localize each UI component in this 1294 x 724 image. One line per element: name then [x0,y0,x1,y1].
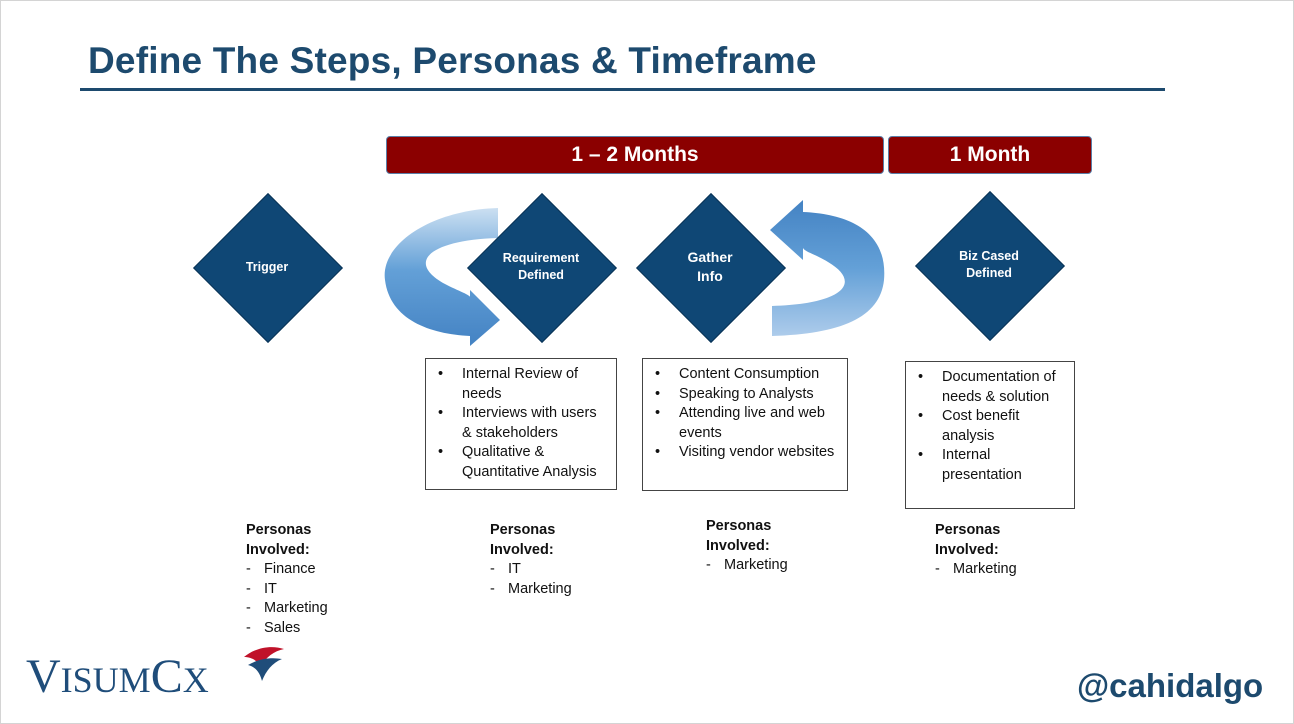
activity-item: Speaking to Analysts [651,385,837,405]
personas-heading: Personas Involved: [246,522,312,558]
step-gather-info: Gather Info [636,193,786,343]
activities-box-biz-case: Documentation of needs & solution Cost b… [905,361,1075,509]
activities-box-requirement: Internal Review of needs Interviews with… [425,358,617,490]
persona-item: Marketing [490,580,572,600]
activity-item: Internal presentation [914,446,1064,485]
timeframe-bar-1-month: 1 Month [888,136,1092,174]
step-trigger-label: Trigger [245,259,289,274]
personas-gather-info: Personas Involved: Marketing [706,517,788,576]
twitter-handle: @cahidalgo [1077,667,1264,704]
personas-heading: Personas Involved: [706,518,772,554]
personas-heading: Personas Involved: [490,522,556,558]
step-biz-case-defined-label: Biz Cased Defined [959,249,1019,280]
persona-item: IT [246,580,328,600]
activity-item: Interviews with users & stakeholders [434,404,606,443]
personas-requirement: Personas Involved: IT Marketing [490,521,572,599]
activity-item: Cost benefit analysis [914,407,1064,446]
persona-item: Marketing [935,560,1017,580]
activity-item: Content Consumption [651,365,837,385]
slide-title: Define The Steps, Personas & Timeframe [88,40,817,81]
step-requirement-defined-label: Requirement Defined [502,251,580,282]
step-trigger: Trigger [193,193,343,343]
timeframe-bar-1-2-months: 1 – 2 Months [386,136,884,174]
personas-heading: Personas Involved: [935,522,1001,558]
activities-box-gather-info: Content Consumption Speaking to Analysts… [642,358,848,491]
step-requirement-defined: Requirement Defined [467,193,617,343]
logo-swoosh-icon [244,647,284,681]
personas-biz-case: Personas Involved: Marketing [935,521,1017,580]
persona-item: IT [490,560,572,580]
persona-item: Sales [246,619,328,639]
logo-wordmark: VISUMCX [26,650,209,703]
persona-item: Marketing [246,599,328,619]
activity-item: Internal Review of needs [434,365,606,404]
activity-item: Attending live and web events [651,404,837,443]
activity-item: Documentation of needs & solution [914,368,1064,407]
activity-item: Qualitative & Quantitative Analysis [434,443,606,482]
visumcx-logo: VISUMCX [26,645,286,705]
step-biz-case-defined: Biz Cased Defined [915,191,1065,341]
personas-trigger: Personas Involved: Finance IT Marketing … [246,521,328,638]
title-underline [80,88,1165,91]
persona-item: Finance [246,560,328,580]
persona-item: Marketing [706,556,788,576]
step-gather-info-label: Gather Info [687,249,733,284]
activity-item: Visiting vendor websites [651,443,837,463]
